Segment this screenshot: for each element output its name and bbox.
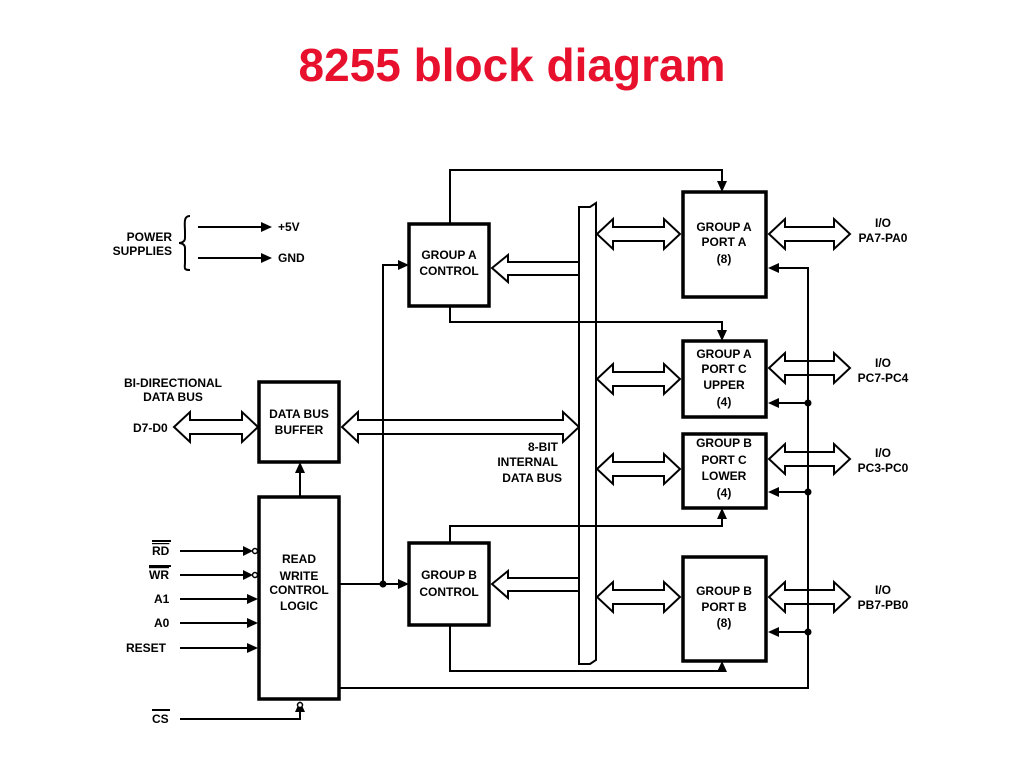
port-b-block [681, 555, 768, 663]
port-c-lower-block [681, 432, 768, 510]
rw-label-3: CONTROL [269, 583, 328, 597]
port-c-upper-block [681, 339, 768, 419]
port-a-label-1: GROUP A [696, 220, 752, 234]
internal-bus-label-3: DATA BUS [502, 471, 562, 485]
control-inputs: RD WR A1 A0 RESET CS [126, 540, 305, 726]
bus-port-b-arrow [595, 579, 682, 615]
bus-to-gbc-arrow [490, 568, 580, 601]
rw-label-4: LOGIC [280, 599, 318, 613]
io-label-b: I/O [875, 583, 891, 597]
a1-label: A1 [154, 592, 170, 606]
pcl-label-4: (4) [717, 486, 732, 500]
pcu-label-1: GROUP A [696, 347, 752, 361]
pcl-label-3: LOWER [702, 469, 747, 483]
rw-label-1: READ [282, 552, 316, 566]
bidir-label-1: BI-DIRECTIONAL [124, 376, 222, 390]
group-b-control-block [407, 541, 491, 627]
gnd-label: GND [278, 251, 305, 265]
gbc-label-2: CONTROL [419, 585, 478, 599]
vcc-arrow [261, 222, 272, 232]
io-port-a-arrow [767, 216, 852, 252]
io-port-b-arrow [767, 579, 852, 615]
d7-d0-label: D7-D0 [133, 421, 168, 435]
buffer-label-1: DATA BUS [269, 407, 329, 421]
power-brace [178, 215, 191, 271]
pcl-label-2: PORT C [701, 453, 747, 467]
rw-to-buffer-arrow [295, 462, 305, 473]
bus-port-cu-arrow [595, 361, 682, 397]
data-bus-buffer-block [257, 380, 341, 464]
io-label-cl: I/O [875, 446, 891, 460]
vcc-label: +5V [278, 220, 300, 234]
gbc-label-1: GROUP B [421, 568, 477, 582]
buffer-label-2: BUFFER [275, 423, 324, 437]
pcu-label-3: UPPER [703, 378, 745, 392]
internal-bus-label-1: 8-BIT [528, 440, 559, 454]
gac-label-2: CONTROL [419, 264, 478, 278]
page-title: 8255 block diagram [298, 39, 726, 91]
bus-port-a-arrow [595, 216, 682, 252]
io-pins-b: PB7-PB0 [858, 598, 909, 612]
power-supplies: POWER SUPPLIES +5V GND [113, 215, 305, 271]
internal-bus-label-2: INTERNAL [497, 455, 558, 469]
data-bus-labels: BI-DIRECTIONAL DATA BUS D7-D0 [124, 376, 222, 435]
io-port-cu-arrow [767, 350, 852, 386]
a0-label: A0 [154, 616, 170, 630]
wr-label: WR [149, 568, 169, 582]
io-label-a: I/O [875, 216, 891, 230]
internal-bus-arrow [340, 409, 581, 445]
pcu-label-4: (4) [717, 395, 732, 409]
bidir-label-2: DATA BUS [143, 390, 203, 404]
io-pins-cl: PC3-PC0 [858, 461, 909, 475]
bus-port-cl-arrow [595, 451, 682, 487]
port-a-label-2: PORT A [702, 235, 747, 249]
io-pins-cu: PC7-PC4 [858, 371, 909, 385]
power-label-1: POWER [127, 230, 173, 244]
pcu-label-2: PORT C [701, 362, 747, 376]
io-pins-a: PA7-PA0 [859, 231, 908, 245]
rw-label-2: WRITE [280, 569, 319, 583]
port-b-label-2: PORT B [701, 600, 747, 614]
d-bus-arrow [172, 409, 260, 445]
rw-control-block [257, 495, 341, 701]
port-b-label-1: GROUP B [696, 584, 752, 598]
io-port-cl-arrow [767, 441, 852, 477]
internal-bus-bar [578, 201, 597, 665]
pcl-label-1: GROUP B [696, 436, 752, 450]
rd-label: RD [152, 544, 170, 558]
gac-label-1: GROUP A [421, 248, 477, 262]
port-a-block [681, 190, 768, 299]
gnd-arrow [261, 253, 272, 263]
group-a-control-block [407, 222, 491, 308]
power-label-2: SUPPLIES [113, 244, 172, 258]
cs-label: CS [152, 712, 169, 726]
io-label-cu: I/O [875, 356, 891, 370]
port-b-label-3: (8) [717, 616, 732, 630]
control-wires [339, 169, 812, 689]
bus-to-gac-arrow [490, 252, 580, 285]
port-a-label-3: (8) [717, 252, 732, 266]
reset-label: RESET [126, 641, 167, 655]
